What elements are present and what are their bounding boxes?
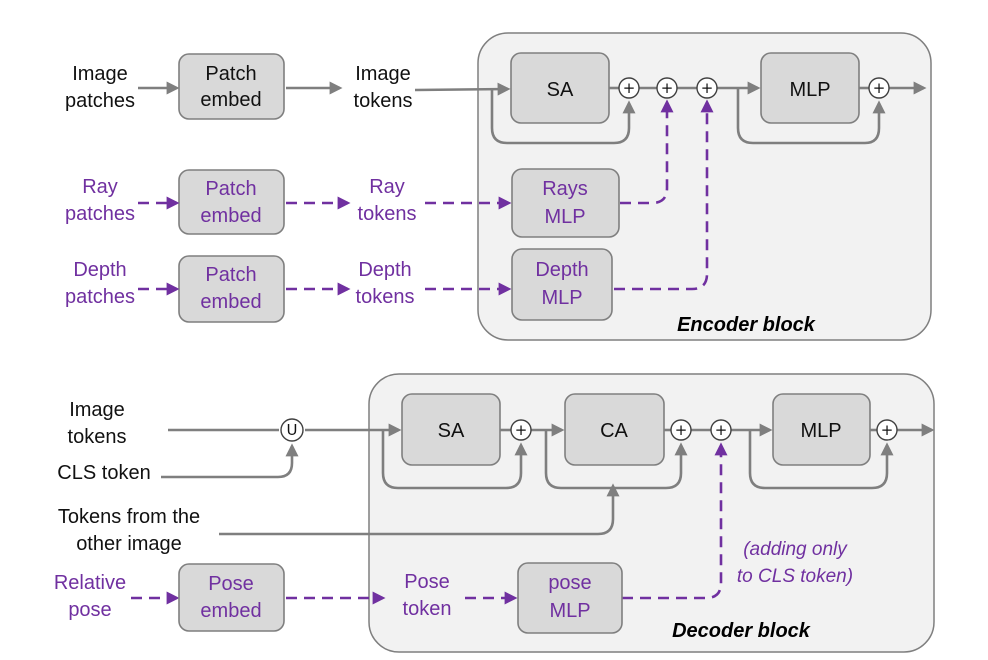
decoder-sa-node: SA [401,393,501,466]
svg-text:Patch: Patch [205,264,256,286]
svg-text:token: token [403,598,452,620]
depth-mlp-to-plus-arrow [614,99,714,291]
svg-text:Depth: Depth [73,259,126,281]
ray-patch-embed-node: Patch embed [178,169,285,235]
svg-text:tokens: tokens [358,203,417,225]
ray-patches-label: Ray patches [65,176,135,225]
cls-token-note: (adding only to CLS token) [737,539,853,587]
union-circle: U [280,418,304,442]
sa-residual-arrow [490,88,636,145]
svg-text:MLP: MLP [544,206,585,228]
relative-pose-label: Relative pose [54,572,126,621]
encoder-block-title: Encoder block [677,314,816,336]
svg-text:+: + [675,421,688,439]
svg-text:to CLS token): to CLS token) [737,566,853,587]
encoder-mlp-node: MLP [760,52,860,124]
svg-text:Relative: Relative [54,572,126,594]
svg-text:+: + [873,79,886,97]
image-patch-embed-node: Patch embed [178,53,285,120]
encoder-plus-rays: + [656,77,678,99]
decoder-block-title: Decoder block [672,620,811,642]
decoder-sa-residual-arrow [381,430,528,490]
svg-text:Ray: Ray [82,176,118,198]
svg-text:Ray: Ray [369,176,405,198]
svg-text:+: + [515,421,528,439]
svg-text:+: + [701,79,714,97]
depth-patches-label: Depth patches [65,259,135,308]
svg-text:MLP: MLP [789,79,830,101]
svg-text:patches: patches [65,203,135,225]
svg-text:MLP: MLP [541,287,582,309]
decoder-plus-mlp: + [876,419,898,441]
svg-text:Depth: Depth [535,259,588,281]
depth-mlp-node: Depth MLP [511,248,613,321]
svg-text:patches: patches [65,90,135,112]
decoder-plus-pose: + [710,419,732,441]
image-patches-label: Image patches [65,63,135,112]
svg-text:+: + [661,79,674,97]
svg-text:tokens: tokens [68,426,127,448]
image-tokens-to-sa-arrow [414,82,511,96]
svg-text:embed: embed [200,600,261,622]
svg-text:Pose: Pose [208,573,254,595]
svg-text:U: U [287,421,298,439]
svg-text:Patch: Patch [205,178,256,200]
other-image-to-ca-arrow [219,483,620,536]
svg-text:Depth: Depth [358,259,411,281]
depth-patch-embed-node: Patch embed [178,255,285,323]
svg-text:SA: SA [547,79,574,101]
svg-text:+: + [623,79,636,97]
svg-text:MLP: MLP [549,600,590,622]
encoder-sa-node: SA [510,52,610,124]
decoder-plus-ca: + [670,419,692,441]
svg-text:Image: Image [72,63,128,85]
svg-text:Tokens from the: Tokens from the [58,506,200,528]
svg-text:MLP: MLP [800,420,841,442]
decoder-plus-sa: + [510,419,532,441]
svg-text:embed: embed [200,205,261,227]
svg-text:patches: patches [65,286,135,308]
svg-text:(adding only: (adding only [743,539,848,560]
cls-token-label: CLS token [57,462,150,484]
svg-text:pose: pose [68,599,111,621]
svg-text:other image: other image [76,533,182,555]
svg-text:Pose: Pose [404,571,450,593]
pose-embed-node: Pose embed [178,563,285,632]
encoder-plus-sa: + [618,77,640,99]
cls-token-to-union-arrow [161,443,299,479]
svg-text:CA: CA [600,420,628,442]
svg-text:pose: pose [548,572,591,594]
decoder-ca-node: CA [564,393,665,466]
pose-mlp-node: pose MLP [517,562,623,634]
ray-tokens-label: Ray tokens [358,176,417,225]
pose-token-label: Pose token [403,571,452,620]
svg-text:+: + [881,421,894,439]
decoder-image-tokens-label: Image tokens [68,399,127,448]
svg-text:tokens: tokens [354,90,413,112]
svg-text:embed: embed [200,89,261,111]
svg-text:Image: Image [69,399,125,421]
svg-text:Image: Image [355,63,411,85]
decoder-mlp-residual-arrow [748,430,894,490]
pose-mlp-to-plus-arrow [622,442,728,600]
svg-text:embed: embed [200,291,261,313]
encoder-plus-depth: + [696,77,718,99]
svg-text:tokens: tokens [356,286,415,308]
svg-text:Rays: Rays [542,178,588,200]
mlp-residual-arrow [736,88,886,145]
svg-text:Patch: Patch [205,63,256,85]
svg-text:SA: SA [438,420,465,442]
svg-text:+: + [715,421,728,439]
rays-mlp-node: Rays MLP [511,168,620,238]
other-image-tokens-label: Tokens from the other image [58,506,200,555]
decoder-mlp-node: MLP [772,393,871,466]
rays-mlp-to-plus-arrow [620,99,674,205]
image-tokens-label: Image tokens [354,63,413,112]
encoder-plus-mlp: + [868,77,890,99]
depth-tokens-label: Depth tokens [356,259,415,308]
